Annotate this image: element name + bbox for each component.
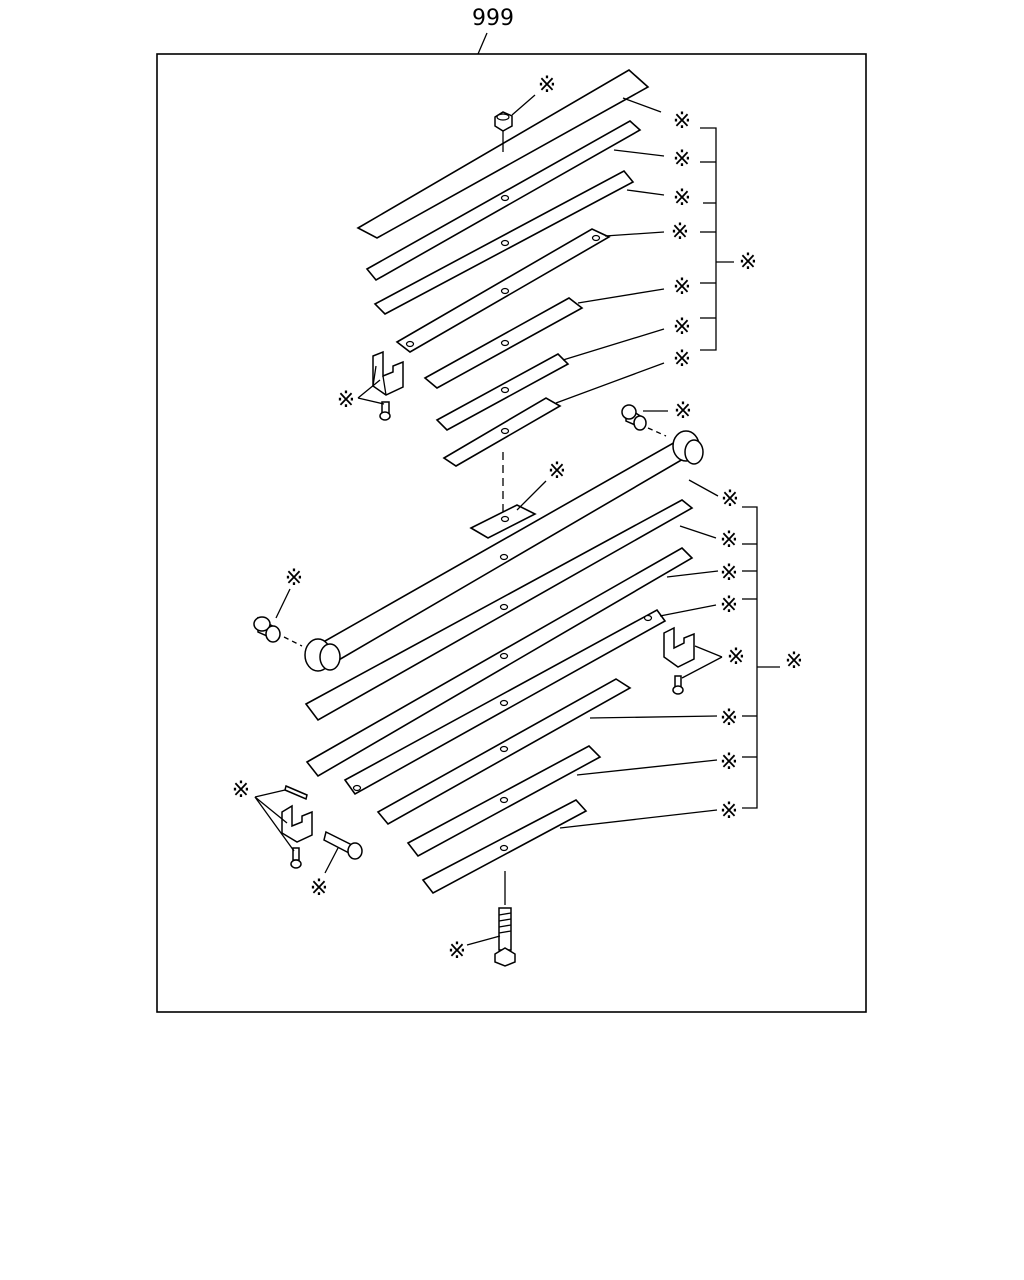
callout-clip-bolt: ※ xyxy=(310,876,328,901)
clip-bolt xyxy=(323,830,363,860)
top-nut xyxy=(494,111,513,152)
lower-leaf-stack xyxy=(304,435,694,895)
drawing-frame xyxy=(156,53,867,1013)
callout-lower-leaf-5: ※ xyxy=(720,706,738,731)
callout-main-leaf: ※ xyxy=(721,487,739,512)
assembly-number-leader xyxy=(477,32,488,55)
leader-lines xyxy=(254,94,780,946)
callout-lower-leaf-6: ※ xyxy=(720,750,738,775)
callout-markers: ※ ※ ※ ※ ※ ※ ※ ※ ※ ※ ※ ※ ※ ※ ※ ※ ※ ※ ※ ※ … xyxy=(232,73,803,964)
callout-upper-stack: ※ xyxy=(739,250,757,275)
callout-lower-stack: ※ xyxy=(785,649,803,674)
upper-leaf-1 xyxy=(356,69,650,239)
upper-rebound-clip xyxy=(372,350,404,421)
lower-leaf-2 xyxy=(304,499,694,722)
center-bolt xyxy=(494,871,516,967)
rear-spring-eye xyxy=(672,430,704,465)
rear-bushing xyxy=(621,404,667,437)
callout-upper-leaf-7: ※ xyxy=(673,347,691,372)
callout-lower-leaf-7: ※ xyxy=(720,799,738,824)
front-bushing xyxy=(253,616,303,647)
callout-left-clip: ※ xyxy=(232,778,250,803)
lower-right-rebound-clip xyxy=(663,626,695,695)
callout-upper-clip: ※ xyxy=(337,388,355,413)
lower-leaf-3 xyxy=(305,547,694,778)
callout-upper-leaf-3: ※ xyxy=(673,186,691,211)
callout-top-nut: ※ xyxy=(538,73,556,98)
callout-upper-leaf-5: ※ xyxy=(673,275,691,300)
callout-upper-leaf-1: ※ xyxy=(673,109,691,134)
callout-upper-leaf-2: ※ xyxy=(673,147,691,172)
lower-left-rebound-clip xyxy=(281,784,313,869)
callout-front-bushing: ※ xyxy=(285,566,303,591)
callout-rear-bushing: ※ xyxy=(674,399,692,424)
callout-center-bolt: ※ xyxy=(448,939,466,964)
callout-center-pad: ※ xyxy=(548,459,566,484)
upper-leaf-stack xyxy=(356,69,650,539)
callout-lower-leaf-2: ※ xyxy=(720,528,738,553)
front-spring-eye xyxy=(304,638,341,672)
callout-lower-leaf-4: ※ xyxy=(720,593,738,618)
callout-right-clip: ※ xyxy=(727,645,745,670)
assembly-number: 999 xyxy=(472,6,514,31)
callout-lower-leaf-3: ※ xyxy=(720,561,738,586)
callout-upper-leaf-6: ※ xyxy=(673,315,691,340)
callout-upper-leaf-4: ※ xyxy=(671,220,689,245)
